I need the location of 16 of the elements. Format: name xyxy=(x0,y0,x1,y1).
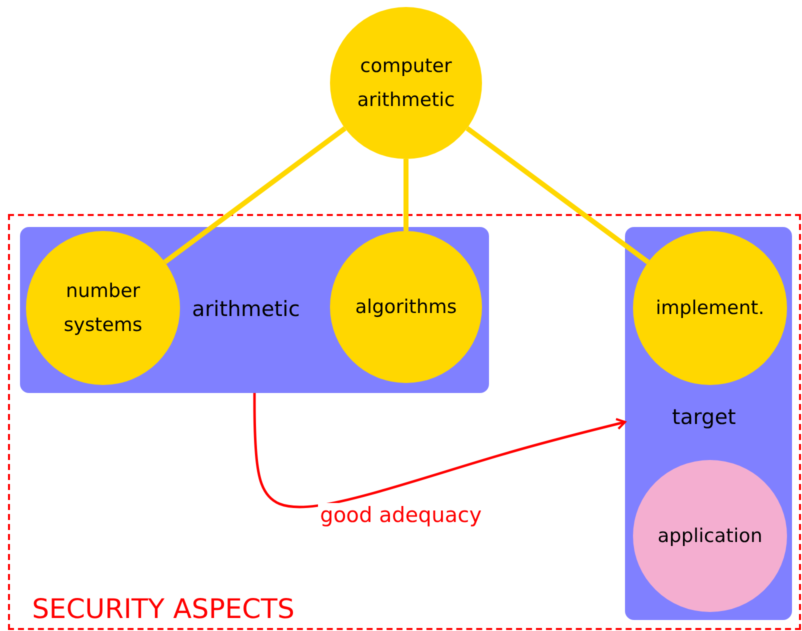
connector-line xyxy=(163,126,346,264)
node-label: target xyxy=(672,405,736,429)
node-label: implement. xyxy=(654,296,766,321)
arrow xyxy=(253,393,626,508)
node-label: SECURITY ASPECTS xyxy=(32,594,295,625)
node-label: application xyxy=(656,524,764,549)
connector-line xyxy=(466,126,650,264)
node-label: number systems xyxy=(62,279,144,338)
node-label: arithmetic xyxy=(192,297,300,321)
group-panel xyxy=(20,227,489,393)
edge-label: good adequacy xyxy=(318,503,484,527)
node-label: computer arithmetic xyxy=(356,54,456,113)
group-panel xyxy=(625,227,792,620)
connector-line xyxy=(404,159,408,231)
security-region xyxy=(8,214,801,630)
node-label: algorithms xyxy=(354,295,458,320)
